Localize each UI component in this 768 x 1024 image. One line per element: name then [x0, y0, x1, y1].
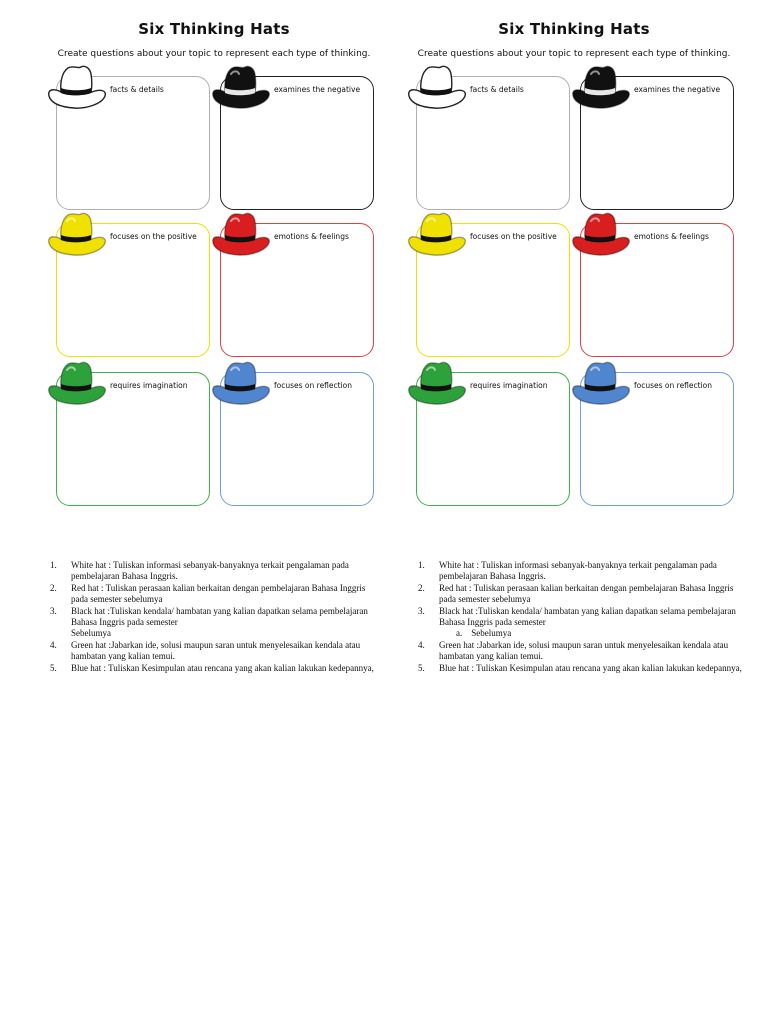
hat-label: facts & details: [470, 85, 524, 94]
yellow-hat-icon: [46, 209, 108, 259]
sub-list-item: a. Sebelumya: [456, 628, 512, 639]
list-item: 2.Red hat : Tuliskan perasaan kalian ber…: [418, 582, 734, 605]
worksheet-instruction: Create questions about your topic to rep…: [57, 49, 371, 59]
list-item: 3.Black hat :Tuliskan kendala/ hambatan …: [50, 605, 368, 639]
instructions-list-right: 1.White hat : Tuliskan informasi sebanya…: [418, 560, 748, 674]
yellow-hat-icon: [406, 209, 468, 259]
list-item: 3.Black hat :Tuliskan kendala/ hambatan …: [418, 606, 748, 640]
list-item: 5.Blue hat : Tuliskan Kesimpulan atau re…: [418, 662, 742, 673]
white-hat-icon: [46, 62, 108, 112]
hat-label: examines the negative: [634, 85, 721, 94]
white-hat-icon: [406, 62, 468, 112]
instructions-list-left: 1.White hat : Tuliskan informasi sebanya…: [50, 560, 380, 674]
blue-hat-icon: [210, 358, 272, 408]
hat-response-box: [416, 76, 570, 210]
black-hat-icon: [210, 62, 272, 112]
blue-hat-icon: [570, 358, 632, 408]
hat-label: focuses on the positive: [470, 232, 557, 241]
hat-label: emotions & feelings: [274, 232, 349, 241]
black-hat-icon: [570, 62, 632, 112]
list-item: 4.Green hat :Jabarkan ide, solusi maupun…: [50, 639, 361, 662]
green-hat-icon: [406, 358, 468, 408]
worksheet-title: Six Thinking Hats: [138, 20, 290, 38]
hat-label: examines the negative: [274, 85, 361, 94]
list-item: 1.White hat : Tuliskan informasi sebanya…: [50, 560, 349, 582]
list-item: 4.Green hat :Jabarkan ide, solusi maupun…: [418, 639, 729, 662]
list-item: 2.Red hat : Tuliskan perasaan kalian ber…: [50, 582, 366, 605]
hat-label: requires imagination: [470, 381, 548, 390]
hat-label: emotions & feelings: [634, 232, 709, 241]
worksheet-instruction: Create questions about your topic to rep…: [417, 49, 731, 59]
hat-label: requires imagination: [110, 381, 188, 390]
hat-label: focuses on reflection: [634, 381, 713, 390]
green-hat-icon: [46, 358, 108, 408]
red-hat-icon: [570, 209, 632, 259]
worksheet-title: Six Thinking Hats: [498, 20, 650, 38]
list-item: 5.Blue hat : Tuliskan Kesimpulan atau re…: [50, 662, 374, 673]
red-hat-icon: [210, 209, 272, 259]
list-item: 1.White hat : Tuliskan informasi sebanya…: [418, 560, 717, 582]
hat-label: focuses on reflection: [274, 381, 353, 390]
hat-label: facts & details: [110, 85, 164, 94]
hat-label: focuses on the positive: [110, 232, 197, 241]
